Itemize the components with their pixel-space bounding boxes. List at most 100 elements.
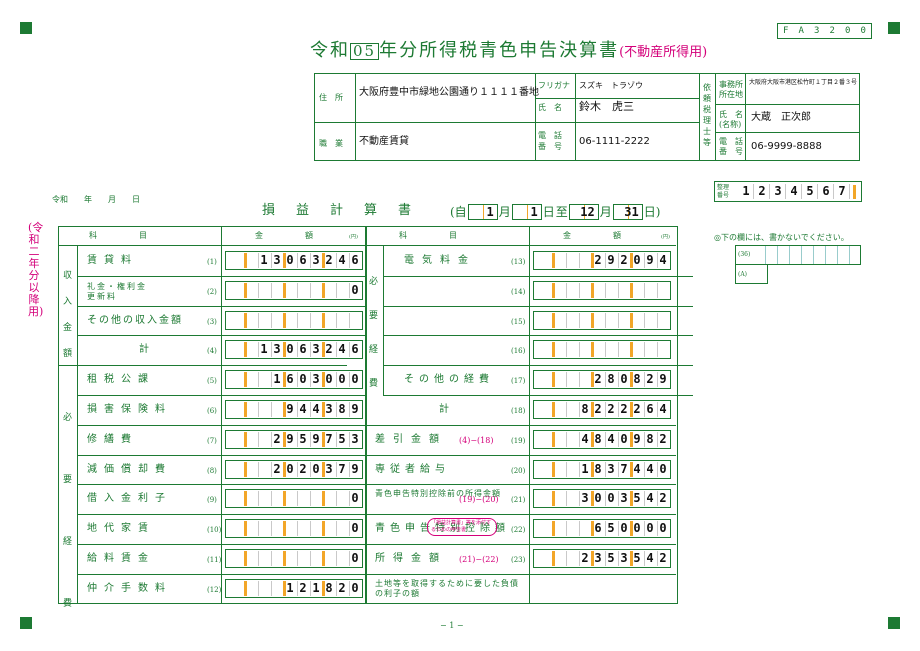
amount-digit: 3 [312,372,320,387]
corner-mark [20,22,32,34]
amount-digit: 3 [594,551,602,565]
amount-digit: 3 [273,342,281,357]
left-row-label: 賃貸料 [87,255,138,266]
left-row-label: 地代家賃 [87,523,155,535]
amount-digit: 3 [312,253,320,267]
amount-digit: 0 [351,551,359,565]
seiri-digit: 7 [835,184,850,199]
amount-digit: 0 [633,253,641,267]
seiri-digit: 5 [803,184,818,199]
left-row-num: (12) [207,585,222,594]
left-amount-cell: 0 [225,280,363,300]
name-label: 氏 名 [538,103,562,112]
amount-digit: 1 [260,342,268,357]
amount-digit: 2 [594,402,602,416]
amount-digit: 5 [299,431,307,446]
left-row-label: 修繕費 [87,433,138,445]
amount-digit: 1 [312,580,320,595]
left-row-num: (10) [207,526,222,535]
amount-digit: 6 [286,372,294,387]
group-income-label: 収入金額 [63,271,73,359]
tax-phone-value: 06-9999-8888 [751,141,822,152]
left-row-num: (6) [207,407,217,415]
amount-digit: 3 [620,491,628,506]
right-row-num: (19) [511,436,526,445]
amount-digit: 0 [351,580,359,595]
tax-name-value: 大蔵 正次郎 [751,112,811,123]
group-expense-right-label: 必要経費 [369,277,379,389]
amount-digit: 1 [581,461,589,476]
amount-digit: 4 [312,402,320,416]
amount-digit: 8 [594,461,602,476]
page-number: − 1 − [440,621,464,630]
amount-digit: 0 [312,461,320,476]
amount-digit: 4 [338,342,346,357]
amount-digit: 0 [286,342,294,357]
amount-digit: 9 [351,402,359,416]
amount-digit: 8 [325,580,333,595]
left-row-label: その他の収入金額 [87,314,183,326]
seiri-digit: 2 [755,184,770,199]
amount-digit: 2 [325,342,333,357]
right-row-label: 土地等を取得するために要した負債の利子の額 [375,578,519,598]
amount-digit: 9 [607,253,615,267]
amount-digit: 6 [351,342,359,357]
amount-digit: 0 [286,461,294,476]
amount-digit: 5 [607,521,615,536]
amount-digit: 2 [659,491,667,506]
left-row-label: 仲介手数料 [87,582,172,594]
amount-digit: 7 [620,461,628,476]
amount-digit: 1 [286,580,294,595]
amount-digit: 5 [607,551,615,565]
right-row-label: その他の経費 [404,374,494,386]
left-row-label: 減価償却費 [87,463,172,475]
amount-digit: 4 [659,402,667,416]
right-amount-cell [533,340,671,360]
date-label: 令和 年 月 日 [52,195,140,204]
amount-digit: 0 [286,253,294,267]
name-value: 鈴木 虎三 [579,100,634,113]
amount-digit: 0 [607,491,615,506]
amount-digit: 0 [338,372,346,387]
left-row-label: 損害保険料 [87,404,172,415]
right-row-formula: 「損益計算書」等を添付するための申告書 [427,518,497,537]
amount-digit: 0 [659,461,667,476]
pl-table: 科 目 金 額 (円) 科 目 金 額 (円) 収入金額 必要経費 必要経費 賃… [58,226,693,609]
seiri-digit: 1 [739,184,754,199]
amount-digit: 5 [633,551,641,565]
note-box: (36) (A) [735,245,861,285]
amount-digit: 3 [325,402,333,416]
tax-name-label: 氏 名 (名称) [719,110,743,129]
amount-digit: 2 [581,551,589,565]
left-row-label: 計 [139,344,156,356]
left-row-label: 給料賃金 [87,553,155,564]
office-label: 事務所 所在地 [719,80,743,99]
tax-accountant-label: 依頼税理士等 [703,83,711,147]
corner-mark [888,22,900,34]
amount-digit: 8 [594,431,602,446]
amount-digit: 0 [325,372,333,387]
header-info: 住 所 大阪府豊中市緑地公園通り１１１１番地 職 業 不動産賃貸 フリガナ スズ… [314,73,860,161]
left-row-num: (8) [207,466,217,475]
office-value: 大阪府大阪市港区松竹町１丁目２番３号 [749,79,858,86]
amount-digit: 2 [594,253,602,267]
form-code-char: 0 [860,26,866,36]
amount-digit: 8 [607,372,615,387]
tax-phone-label: 電 話 番 号 [719,137,743,156]
amount-digit: 2 [659,551,667,565]
amount-digit: 2 [607,402,615,416]
amount-digit: 3 [325,461,333,476]
form-code-char: F [783,26,789,36]
